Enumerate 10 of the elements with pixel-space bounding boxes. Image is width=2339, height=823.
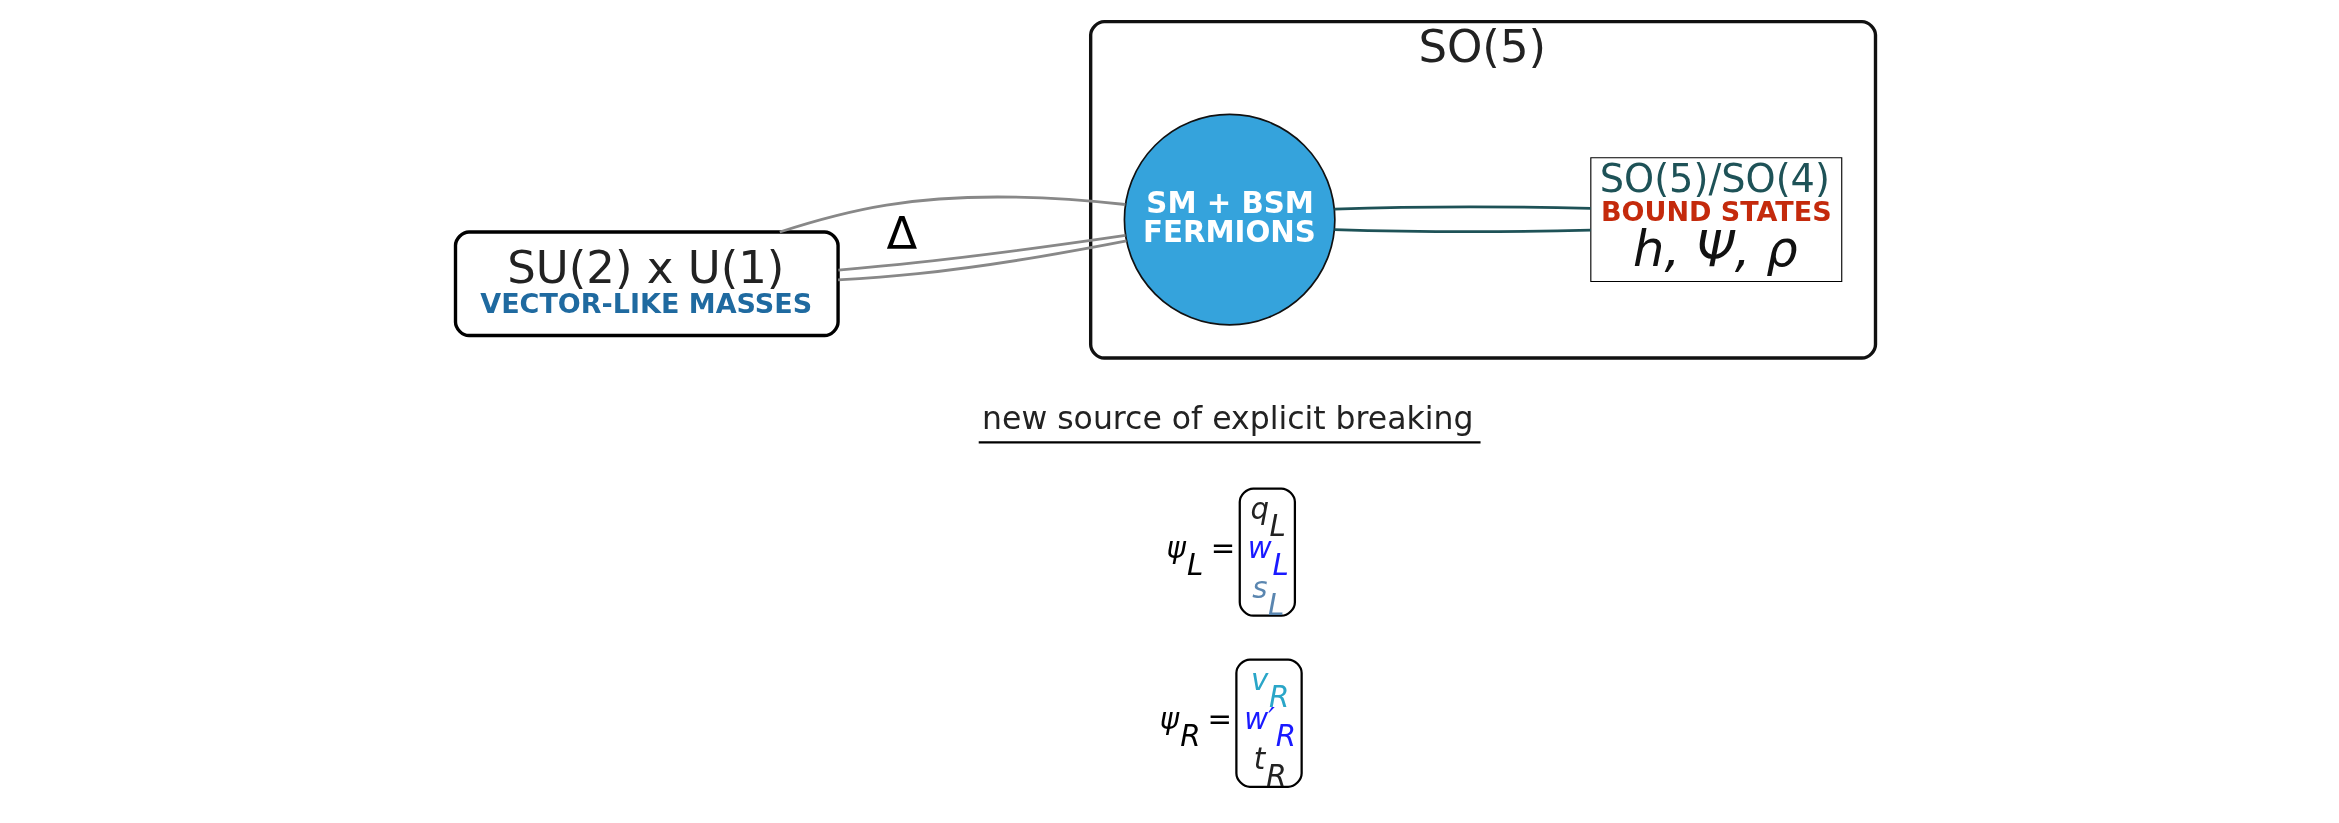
connector bbox=[1333, 205, 1591, 211]
node-box: SU(2) x U(1) VECTOR-LIKE MASSES bbox=[453, 230, 840, 338]
connector bbox=[778, 195, 1125, 234]
node-box: SO(5)/SO(4) BOUND STATES h, Ψ, ρ bbox=[1589, 157, 1842, 283]
connector bbox=[837, 233, 1126, 272]
edge-label: Δ bbox=[885, 206, 917, 260]
connector bbox=[837, 239, 1127, 282]
connector bbox=[1333, 228, 1591, 233]
node-circle: SM + BSM FERMIONS bbox=[1123, 113, 1336, 326]
label: new source of explicit breaking bbox=[981, 400, 1473, 437]
